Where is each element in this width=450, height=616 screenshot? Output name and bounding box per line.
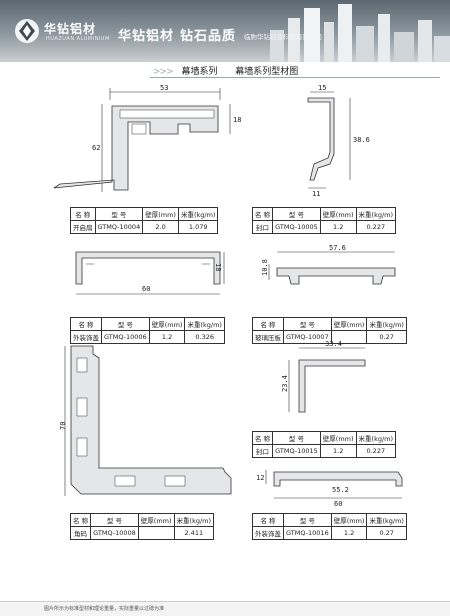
breadcrumb-divider [150,77,440,78]
col-model-header: 型 号 [94,207,144,221]
page-footer: 图片所示为标准型材和理论重量，实际重量以过磅为准 [0,601,450,616]
col-thickness-header: 壁厚(mm) [319,431,357,445]
profile-drawing-opening-sash: 53 18 62 [53,84,241,192]
dim-width: 15 [318,84,326,92]
col-name-header: 名 称 [70,317,102,331]
dim-width: 33.4 [325,340,342,348]
breadcrumb-chevron-icon: >>> [153,67,174,77]
breadcrumb-section: 幕墙系列 [181,67,218,77]
col-weight-header: 米重(kg/m) [177,207,219,221]
profile-weight: 0.227 [355,220,397,234]
spec-table-corner-10008: 名 称 型 号 壁厚(mm) 米重(kg/m) 角码 GTMQ-10008 2.… [69,513,215,540]
profile-drawing-glass-press-10007: 57.6 10.8 [261,244,396,285]
brand-name-en: HUAZUAN ALUMINIUM [46,36,110,42]
profile-drawing-cover-10006: 18 60 [75,251,225,295]
col-weight-header: 米重(kg/m) [366,513,407,527]
brand-logo-icon [15,19,39,43]
profile-thickness: 2.0 [142,220,179,234]
profile-name: 封口 [251,444,274,458]
dim-height: 62 [92,144,100,152]
spec-table-glass-press-10007: 名 称 型 号 壁厚(mm) 米重(kg/m) 玻璃压板 GTMQ-10007 … [252,317,407,344]
page-header: 华钻铝材 HUAZUAN ALUMINIUM 华钻铝材 钻石品质 临朐华钻铝业科… [0,0,450,62]
dim-width: 53 [160,84,168,92]
brand-name-cn: 华钻铝材 [44,22,97,36]
profile-thickness [137,526,175,540]
spec-table-cover-10016: 名 称 型 号 壁厚(mm) 米重(kg/m) 外装饰盖 GTMQ-10016 … [252,513,407,540]
spec-table-cover-10006: 名 称 型 号 壁厚(mm) 米重(kg/m) 外装饰盖 GTMQ-10006 … [70,317,225,344]
profile-weight: 1.079 [177,220,219,234]
profile-model: GTMQ-10005 [272,220,321,234]
col-name-header: 名 称 [252,513,284,527]
city-skyline-image [270,4,450,62]
dim-height: 18 [214,263,222,271]
dim-bottom: 11 [312,190,320,198]
header-title-brand: 华钻铝材 [118,29,175,44]
profile-name: 开启扇 [70,220,96,234]
profile-weight: 0.227 [355,444,397,458]
profile-name: 外装饰盖 [70,330,102,344]
col-name-header: 名 称 [70,207,96,221]
profile-name: 角码 [69,526,92,540]
col-thickness-header: 壁厚(mm) [330,513,368,527]
spec-table-seal-10005: 名 称 型 号 壁厚(mm) 米重(kg/m) 封口 GTMQ-10005 1.… [251,207,397,234]
header-title-quality: 钻石品质 [180,29,237,44]
col-name-header: 名 称 [69,513,92,527]
profile-name: 外装饰盖 [252,526,284,540]
col-name-header: 名 称 [252,317,284,331]
profile-model: GTMQ-10006 [101,330,150,344]
profile-name: 玻璃压板 [252,330,284,344]
profile-drawing-seal-10005: 15 38.6 11 [307,84,370,198]
breadcrumb-page: 幕墙系列型材图 [235,67,299,77]
profile-model: GTMQ-10008 [90,526,139,540]
breadcrumb: >>> 幕墙系列 幕墙系列型材图 [153,64,298,77]
dim-width: 60 [142,285,150,293]
col-model-header: 型 号 [283,513,332,527]
col-model-header: 型 号 [90,513,139,527]
col-weight-header: 米重(kg/m) [184,317,225,331]
dim-width: 57.6 [329,244,346,252]
dim-height: 38.6 [353,136,370,144]
col-model-header: 型 号 [283,317,332,331]
col-weight-header: 米重(kg/m) [355,431,397,445]
dim-height: 70 [59,422,67,430]
spec-table-opening-sash: 名 称 型 号 壁厚(mm) 米重(kg/m) 开启扇 GTMQ-10004 2… [70,207,219,234]
col-model-header: 型 号 [272,431,321,445]
profile-model: GTMQ-10004 [94,220,144,234]
profile-weight: 0.326 [184,330,225,344]
profile-drawing-seal-10015: 33.4 23.4 [281,340,366,413]
col-model-header: 型 号 [272,207,321,221]
dim-height: 10.8 [261,259,269,276]
col-thickness-header: 壁厚(mm) [137,513,175,527]
profile-model: GTMQ-10016 [283,526,332,540]
profile-model: GTMQ-10015 [272,444,321,458]
profile-weight: 0.27 [366,330,407,344]
col-weight-header: 米重(kg/m) [366,317,407,331]
col-thickness-header: 壁厚(mm) [142,207,179,221]
col-name-header: 名 称 [251,207,274,221]
col-weight-header: 米重(kg/m) [355,207,397,221]
profile-weight: 2.411 [173,526,215,540]
col-thickness-header: 壁厚(mm) [330,317,368,331]
dim-height-small: 18 [233,116,241,124]
col-thickness-header: 壁厚(mm) [148,317,186,331]
profile-thickness: 1.2 [330,526,368,540]
col-thickness-header: 壁厚(mm) [319,207,357,221]
col-weight-header: 米重(kg/m) [173,513,215,527]
footer-note: 图片所示为标准型材和理论重量，实际重量以过磅为准 [44,606,165,612]
profile-name: 封口 [251,220,274,234]
dim-height: 23.4 [281,375,289,392]
dim-height: 12 [256,474,264,482]
col-model-header: 型 号 [101,317,150,331]
profile-weight: 0.27 [366,526,407,540]
col-name-header: 名 称 [251,431,274,445]
profile-thickness: 1.2 [319,220,357,234]
dim-width: 60 [334,500,342,508]
profile-drawing-cover-10016: 12 55.2 60 [256,470,403,508]
header-slogan: 临朐华钻铝业科技有限公司 [244,33,322,41]
profile-drawing-corner-10008: 70 [59,345,232,496]
spec-table-seal-10015: 名 称 型 号 壁厚(mm) 米重(kg/m) 封口 GTMQ-10015 1.… [251,431,397,458]
profile-thickness: 1.2 [319,444,357,458]
dim-inner-width: 55.2 [332,486,349,494]
profile-model: GTMQ-10007 [283,330,332,344]
